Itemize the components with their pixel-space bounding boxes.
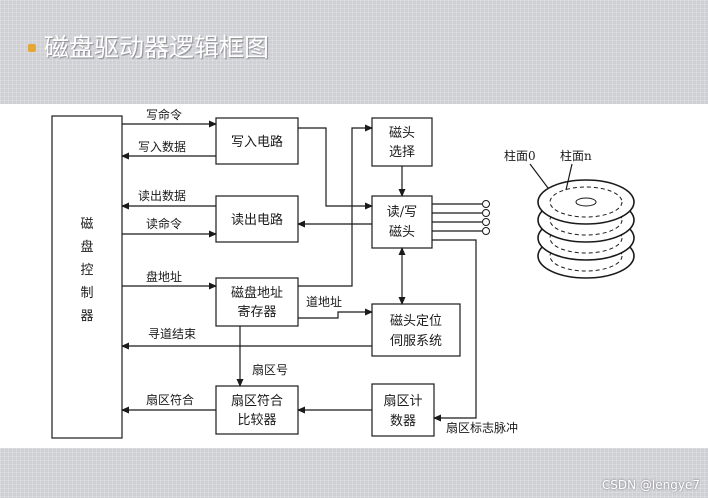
disk-address-register-label-1: 磁盘地址 <box>231 285 283 301</box>
head-select-box <box>371 117 433 167</box>
sector-comparator-box <box>215 385 299 435</box>
rw-head-box <box>371 195 433 249</box>
head-terminal-1 <box>482 200 490 208</box>
track-address-arrow <box>298 308 373 319</box>
write-cmd-label: 写命令 <box>146 107 182 122</box>
controller-label-3: 控 <box>80 263 93 278</box>
cylinder0-label: 柱面0 <box>504 148 536 163</box>
write-data-label: 写入数据 <box>138 139 186 154</box>
sector-counter-label-1: 扇区计 <box>383 393 422 409</box>
sector-counter-box <box>371 383 435 437</box>
servo-box <box>371 303 461 357</box>
controller-label-1: 磁 <box>80 217 93 232</box>
head-select-label-2: 选择 <box>389 145 415 160</box>
cylinder-n-label: 柱面n <box>560 148 592 163</box>
controller-label-5: 器 <box>80 309 93 324</box>
write-circuit-box <box>215 117 299 165</box>
cylinder-n-pointer <box>565 163 573 191</box>
head-select-label-1: 磁头 <box>389 126 415 141</box>
controller-label-4: 制 <box>80 286 93 301</box>
track-address-label: 道地址 <box>306 295 342 309</box>
rw-head-label-2: 磁头 <box>389 225 415 240</box>
cylinder0-pointer <box>529 163 549 189</box>
sector-pulse-label: 扇区标志脉冲 <box>446 420 518 435</box>
head-terminal-4 <box>482 227 490 235</box>
rw-head-label-1: 读/写 <box>387 205 417 220</box>
disk-address-register-box <box>215 277 299 327</box>
servo-label-1: 磁头定位 <box>390 314 442 329</box>
read-circuit-label: 读出电路 <box>231 212 283 228</box>
title-bullet-icon <box>28 44 36 52</box>
register-to-head-select-arrow <box>298 124 373 287</box>
sector-comparator-label-2: 比较器 <box>237 413 276 428</box>
servo-label-2: 伺服系统 <box>390 334 442 349</box>
sector-number-label: 扇区号 <box>252 362 288 377</box>
read-data-label: 读出数据 <box>138 188 186 203</box>
write-circuit-label: 写入电路 <box>231 134 283 150</box>
slide-title: 磁盘驱动器逻辑框图 <box>44 33 270 62</box>
sector-pulse-arrow <box>432 239 477 422</box>
sector-counter-label-2: 数器 <box>390 414 416 429</box>
head-terminal-2 <box>482 209 490 217</box>
disk-address-register-label-2: 寄存器 <box>237 304 276 320</box>
head-terminal-3 <box>482 218 490 226</box>
read-cmd-label: 读命令 <box>146 216 182 231</box>
write-to-head-arrow <box>298 127 373 210</box>
sector-comparator-label-1: 扇区符合 <box>231 393 283 409</box>
disk-address-label: 盘地址 <box>146 269 182 284</box>
seek-end-label: 寻道结束 <box>148 327 196 341</box>
read-circuit-box <box>215 195 299 243</box>
sector-match-label: 扇区符合 <box>146 392 194 407</box>
controller-box <box>51 115 123 439</box>
disk-stack-icon <box>537 179 635 279</box>
watermark: CSDN @lengye7 <box>601 478 700 492</box>
controller-label-2: 盘 <box>80 239 93 255</box>
